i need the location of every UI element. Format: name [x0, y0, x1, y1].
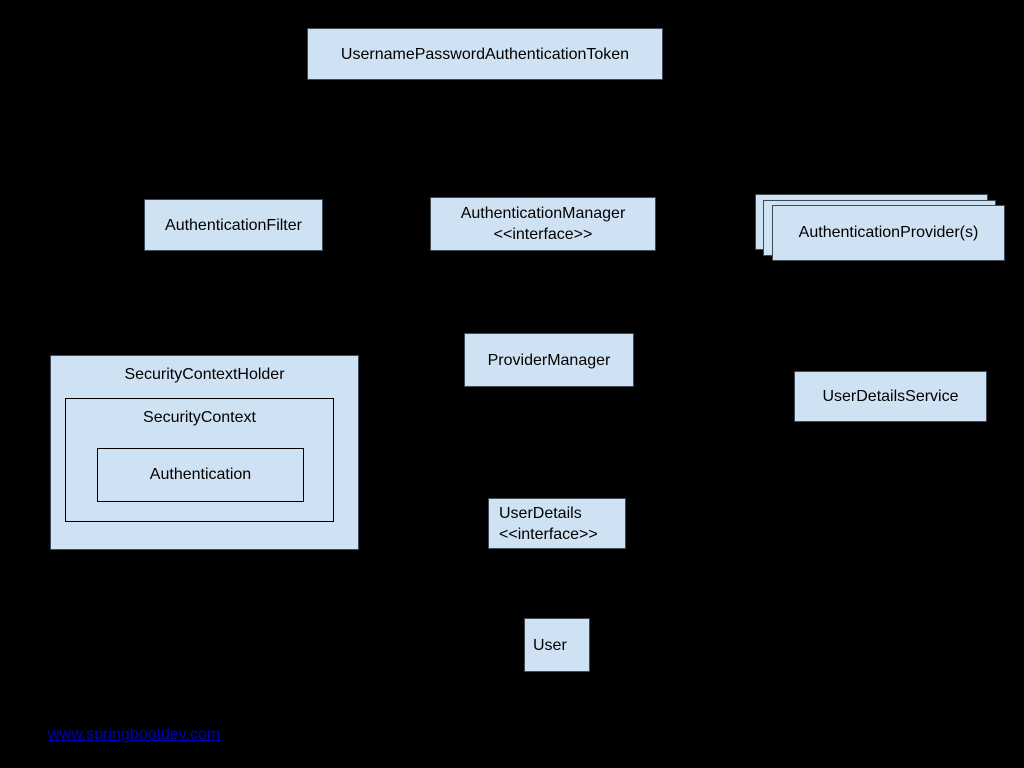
node-authentication: Authentication: [97, 448, 304, 502]
node-user-details: UserDetails <<interface>>: [488, 498, 626, 549]
footer-website-link[interactable]: www.springbootdev.com: [48, 726, 221, 743]
node-label: AuthenticationProvider(s): [798, 224, 979, 241]
node-label: User: [533, 636, 567, 654]
node-authentication-providers-stack: AuthenticationProvider(s): [755, 194, 1006, 262]
node-user-details-service: UserDetailsService: [794, 371, 987, 422]
node-username-password-authentication-token: UsernamePasswordAuthenticationToken: [307, 28, 663, 80]
node-authentication-filter: AuthenticationFilter: [144, 199, 323, 251]
node-stereotype: <<interface>>: [493, 226, 593, 243]
node-authentication-manager: AuthenticationManager <<interface>>: [430, 197, 656, 251]
node-label: UserDetailsService: [822, 388, 959, 405]
node-security-context: SecurityContext Authentication: [65, 398, 334, 522]
node-label: SecurityContext: [143, 409, 256, 426]
node-label-group: UserDetails <<interface>>: [499, 503, 598, 545]
node-user: User: [524, 618, 590, 672]
node-label: ProviderManager: [487, 351, 611, 369]
node-authentication-providers: AuthenticationProvider(s): [772, 205, 1005, 261]
node-label: SecurityContextHolder: [124, 366, 285, 383]
node-label: Authentication: [149, 466, 252, 483]
node-label: UserDetails: [499, 504, 582, 522]
node-label: AuthenticationManager: [460, 205, 626, 222]
node-label: AuthenticationFilter: [165, 216, 302, 234]
node-security-context-holder: SecurityContextHolder SecurityContext Au…: [50, 355, 359, 550]
node-label-group: AuthenticationManager <<interface>>: [461, 203, 626, 245]
node-label: UsernamePasswordAuthenticationToken: [340, 45, 630, 63]
node-provider-manager: ProviderManager: [464, 333, 634, 387]
node-stereotype: <<interface>>: [499, 525, 598, 543]
